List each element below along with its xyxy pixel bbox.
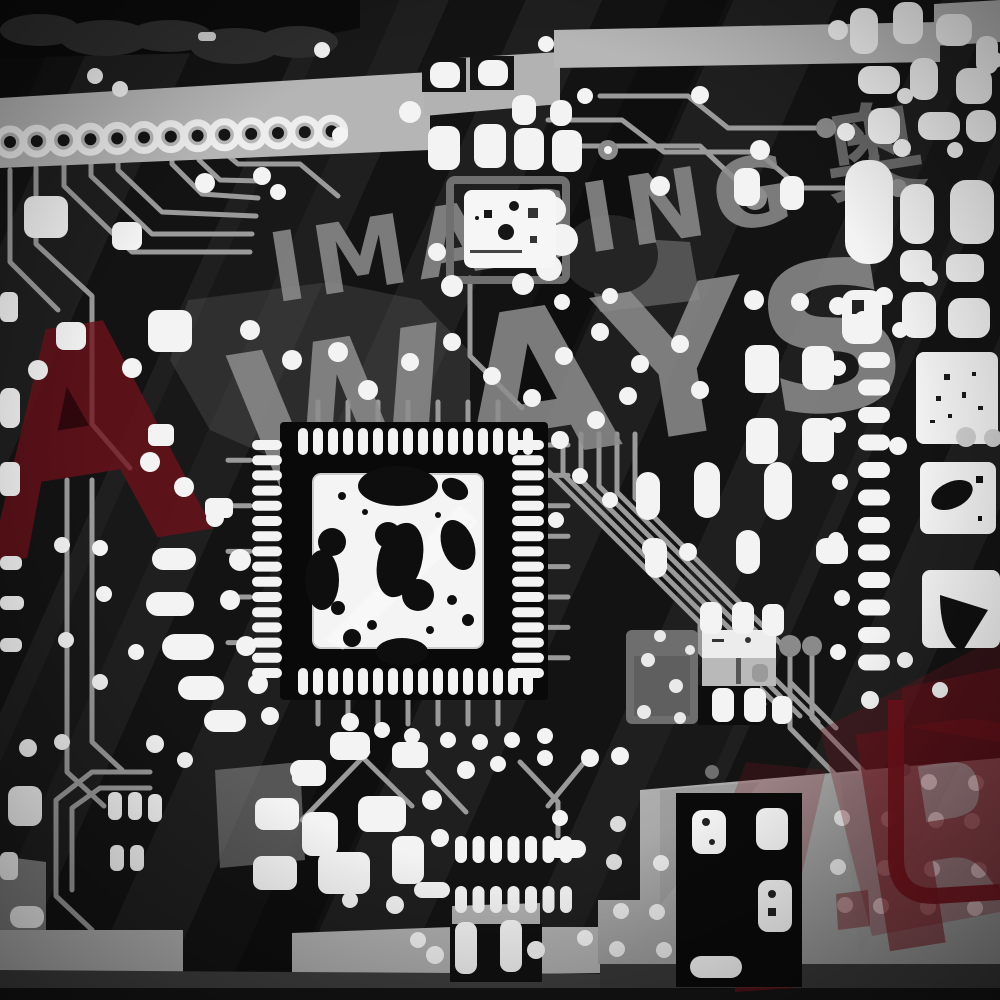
pcb-xray-image: IMAGING WAYS 奥 R bbox=[0, 0, 1000, 1000]
vignette bbox=[0, 0, 1000, 1000]
pcb-xray-canvas: IMAGING WAYS 奥 R bbox=[0, 0, 1000, 1000]
